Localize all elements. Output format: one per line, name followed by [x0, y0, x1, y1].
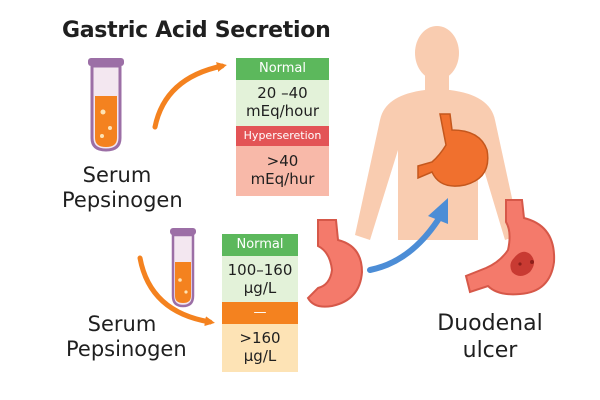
value-line: mEq/hour — [245, 102, 320, 120]
normal-header: Normal — [222, 234, 298, 256]
normal-value: 100–160 μg/L — [222, 256, 298, 302]
hypersecretion-value: >40 mEq/hur — [236, 146, 329, 196]
hypersecretion-header: Hypersereti­on — [236, 126, 329, 146]
value-line: mEq/hur — [250, 170, 315, 188]
normal-header: Normal — [236, 58, 329, 80]
flow-arrow — [137, 255, 215, 327]
outcome-line: ulcer — [462, 338, 518, 363]
bottom-value-panel: Normal 100–160 μg/L — >160 μg/L — [222, 234, 298, 372]
diagram-title: Gastric Acid Secretion — [62, 18, 331, 43]
value-line: 20 –40 — [257, 84, 308, 102]
serum-label-bottom: Serum Pepsinogen — [66, 312, 187, 362]
top-value-panel: Normal 20 –40 mEq/hour Hypersereti­on >4… — [236, 58, 329, 196]
outcome-label: Duodenal ulcer — [430, 310, 550, 364]
stomach-icon — [417, 113, 489, 187]
serum-label-top: Serum Pepsinogen — [62, 163, 183, 213]
label-line: Pepsinogen — [62, 188, 183, 212]
value-line: μg/L — [243, 279, 277, 297]
value-line: μg/L — [243, 347, 277, 365]
stomach-icon — [306, 219, 364, 308]
label-line: Serum — [87, 312, 157, 336]
ulcer-stomach-icon — [464, 199, 556, 296]
value-line: >40 — [266, 152, 299, 170]
flow-arrow — [367, 198, 448, 273]
elevated-value: >160 μg/L — [222, 324, 298, 372]
test-tube-icon — [88, 58, 124, 152]
flow-arrow — [152, 62, 227, 130]
value-line: >160 — [239, 329, 281, 347]
elevated-header: — — [222, 302, 298, 324]
label-line: Pepsinogen — [66, 337, 187, 361]
label-line: Serum — [82, 163, 152, 187]
outcome-line: Duodenal — [437, 311, 543, 336]
normal-value: 20 –40 mEq/hour — [236, 80, 329, 126]
value-line: 100–160 — [227, 261, 293, 279]
test-tube-icon — [170, 228, 196, 308]
